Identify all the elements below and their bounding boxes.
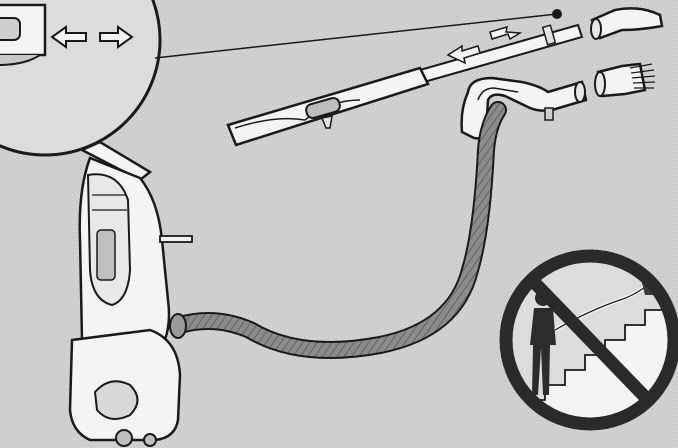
prohibition-sign [502,252,678,430]
callout-leader-dot [552,9,562,19]
